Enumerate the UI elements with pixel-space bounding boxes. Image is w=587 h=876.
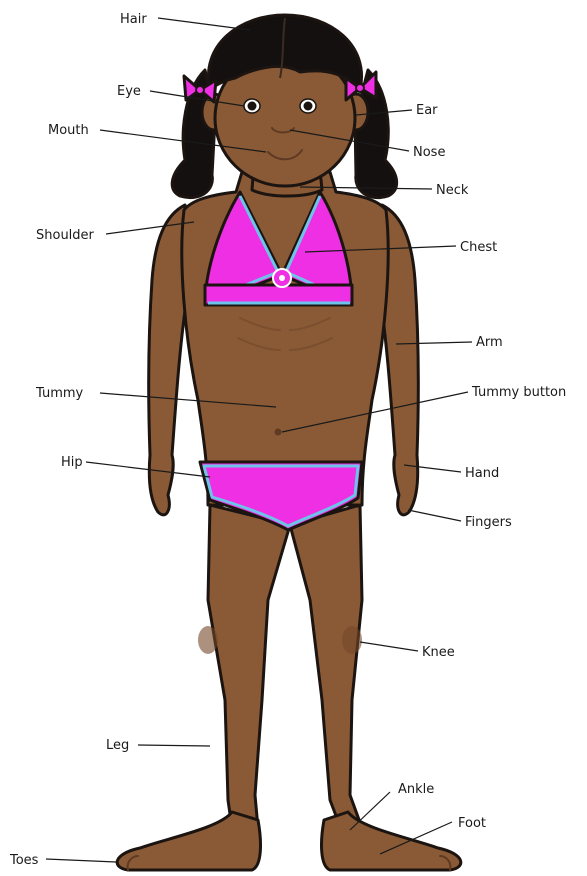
label-hip: Hip — [61, 455, 210, 477]
head — [202, 15, 368, 186]
label-fingers-text: Fingers — [465, 515, 512, 530]
label-hand-text: Hand — [465, 466, 499, 481]
label-nose-text: Nose — [413, 145, 445, 160]
label-hair-text: Hair — [120, 12, 147, 27]
label-toes-text: Toes — [9, 853, 39, 868]
label-fingers: Fingers — [408, 510, 512, 530]
label-knee-text: Knee — [422, 645, 455, 660]
label-neck-text: Neck — [436, 183, 469, 198]
child-figure — [117, 15, 461, 870]
label-leg-text: Leg — [106, 738, 129, 753]
belly-button — [275, 429, 282, 436]
label-leg: Leg — [106, 738, 210, 753]
label-eye-text: Eye — [117, 84, 141, 99]
flower-ornament — [273, 269, 291, 287]
torso — [182, 172, 388, 505]
label-hair: Hair — [120, 12, 250, 30]
label-arm-text: Arm — [476, 335, 503, 350]
label-hip-text: Hip — [61, 455, 83, 470]
label-shoulder-text: Shoulder — [36, 228, 95, 243]
label-tummy-button-text: Tummy button — [471, 385, 566, 400]
label-foot-text: Foot — [458, 816, 486, 831]
legs — [208, 505, 362, 842]
label-mouth-text: Mouth — [48, 123, 89, 138]
label-chest-text: Chest — [460, 240, 497, 255]
label-knee: Knee — [360, 642, 455, 660]
label-ear-text: Ear — [416, 103, 438, 118]
label-ankle-text: Ankle — [398, 782, 434, 797]
label-tummy-text: Tummy — [35, 386, 84, 401]
label-toes: Toes — [9, 853, 116, 868]
